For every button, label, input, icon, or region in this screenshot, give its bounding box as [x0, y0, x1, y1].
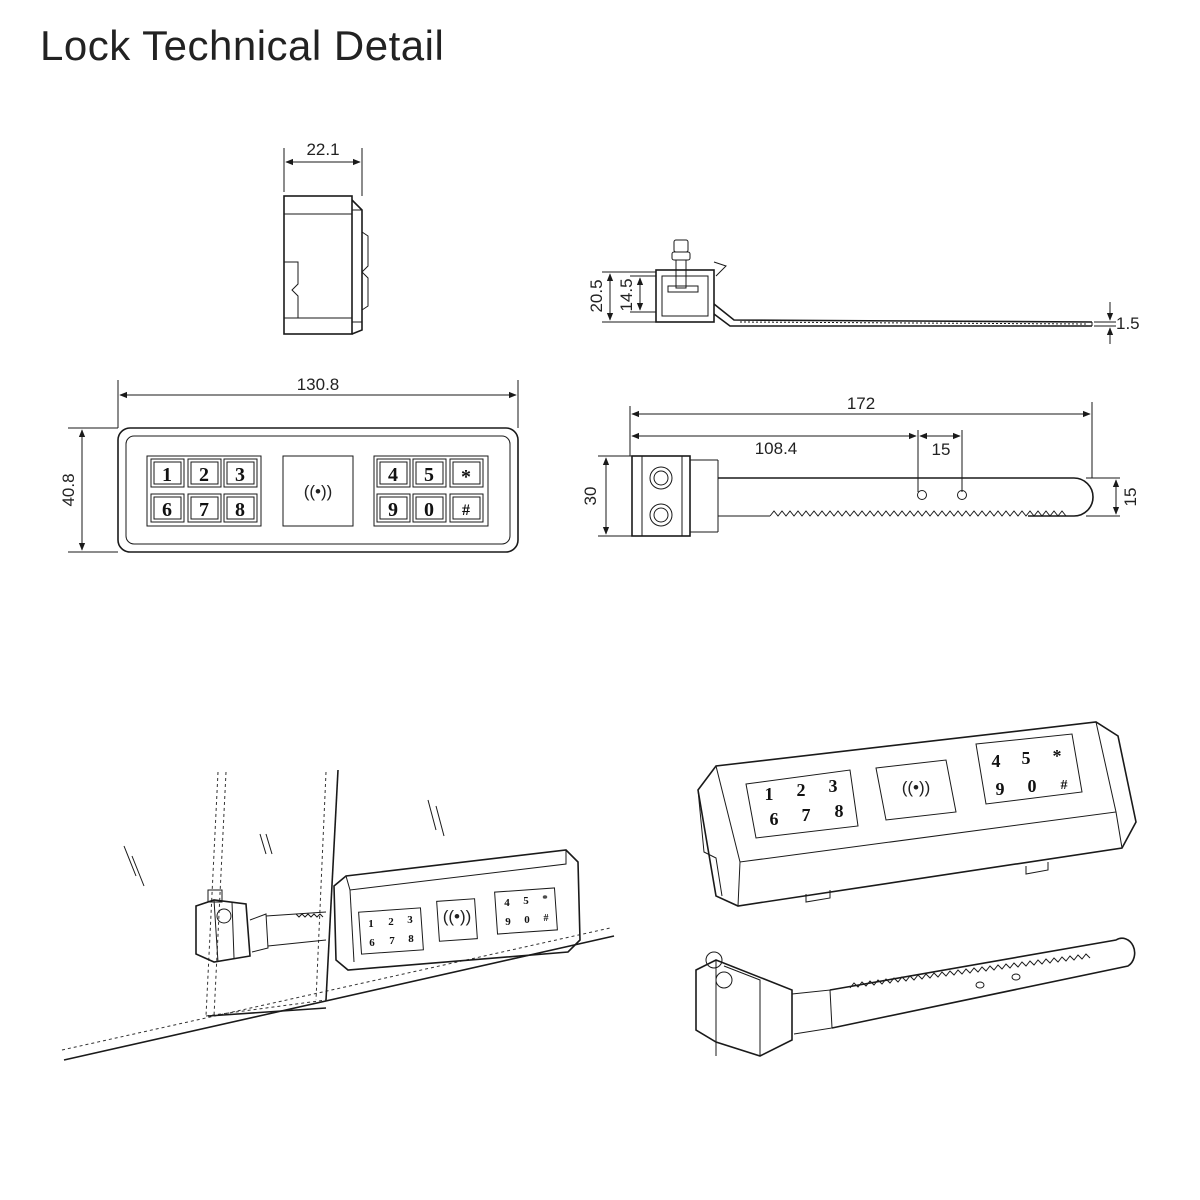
- iso-key-4: 4: [992, 751, 1001, 771]
- install-key-0: 0: [524, 914, 530, 926]
- iso-left-keys: 1 2 3 6 7 8: [765, 776, 844, 829]
- dim-strap-width: 15: [1121, 488, 1140, 507]
- install-right-keys: 4 5 * 9 0 #: [504, 893, 548, 928]
- key-1: 1: [162, 464, 172, 486]
- install-rfid-icon: ((•)): [443, 907, 472, 926]
- isometric-lock: 1 2 3 6 7 8 ((•)) 4 5 * 9 0 #: [697, 721, 1137, 907]
- dim-hole-offset: 108.4: [755, 439, 798, 458]
- dim-front-length: 130.8: [297, 375, 340, 394]
- install-key-hash: #: [544, 913, 549, 924]
- dim-front-height: 40.8: [59, 473, 78, 506]
- key-2: 2: [199, 464, 209, 486]
- iso-key-6: 6: [770, 809, 779, 829]
- install-key-2: 2: [388, 916, 394, 928]
- iso-key-hash: #: [1061, 778, 1068, 793]
- side-view: 22.1: [283, 140, 369, 335]
- install-key-9: 9: [505, 916, 511, 928]
- install-key-4: 4: [504, 897, 510, 909]
- iso-key-7: 7: [802, 805, 811, 825]
- install-key-7: 7: [389, 935, 395, 947]
- key-0: 0: [424, 499, 434, 521]
- dim-strap-height-inner: 14.5: [617, 278, 636, 311]
- iso-rfid-icon: ((•)): [902, 778, 931, 797]
- key-4: 4: [388, 464, 398, 486]
- iso-key-9: 9: [996, 779, 1005, 799]
- strap-side-view: 20.5 14.5 1.5: [587, 239, 1140, 344]
- key-7: 7: [199, 499, 209, 521]
- installation-view: 1 2 3 6 7 8 ((•)) 4 5 * 9 0 #: [61, 769, 615, 1061]
- iso-key-5: 5: [1022, 748, 1031, 768]
- dim-strap-block-height: 30: [581, 487, 600, 506]
- strap-top-view: 172 108.4 15 30 15: [581, 394, 1140, 537]
- front-view: 130.8 40.8 1 2 3 6 7 8 ((•)): [59, 375, 519, 553]
- key-star: *: [461, 466, 471, 488]
- install-key-1: 1: [368, 918, 374, 930]
- dim-side-width: 22.1: [306, 140, 339, 159]
- key-hash: #: [462, 502, 470, 519]
- dim-hole-spacing: 15: [932, 440, 951, 459]
- page-title: Lock Technical Detail: [40, 22, 445, 69]
- key-8: 8: [235, 499, 245, 521]
- key-3: 3: [235, 464, 245, 486]
- iso-key-star: *: [1053, 746, 1062, 766]
- front-left-keys: 1 2 3 6 7 8: [150, 458, 258, 523]
- install-key-8: 8: [408, 933, 414, 945]
- key-6: 6: [162, 499, 172, 521]
- iso-key-2: 2: [797, 780, 806, 800]
- iso-key-0: 0: [1028, 776, 1037, 796]
- front-right-keys: 4 5 * 9 0 #: [376, 458, 484, 523]
- dim-strap-length: 172: [847, 394, 875, 413]
- install-key-5: 5: [523, 895, 529, 907]
- install-key-3: 3: [407, 914, 413, 926]
- iso-right-keys: 4 5 * 9 0 #: [992, 746, 1068, 799]
- iso-key-3: 3: [829, 776, 838, 796]
- install-key-star: *: [542, 893, 548, 905]
- install-key-6: 6: [369, 937, 375, 949]
- key-9: 9: [388, 499, 398, 521]
- dim-strap-height-total: 20.5: [587, 279, 606, 312]
- isometric-strap: [695, 937, 1136, 1057]
- key-5: 5: [424, 464, 434, 486]
- dim-strap-thickness: 1.5: [1116, 314, 1140, 333]
- iso-key-8: 8: [835, 801, 844, 821]
- iso-key-1: 1: [765, 784, 774, 804]
- install-left-keys: 1 2 3 6 7 8: [368, 914, 414, 949]
- rfid-icon: ((•)): [304, 482, 333, 501]
